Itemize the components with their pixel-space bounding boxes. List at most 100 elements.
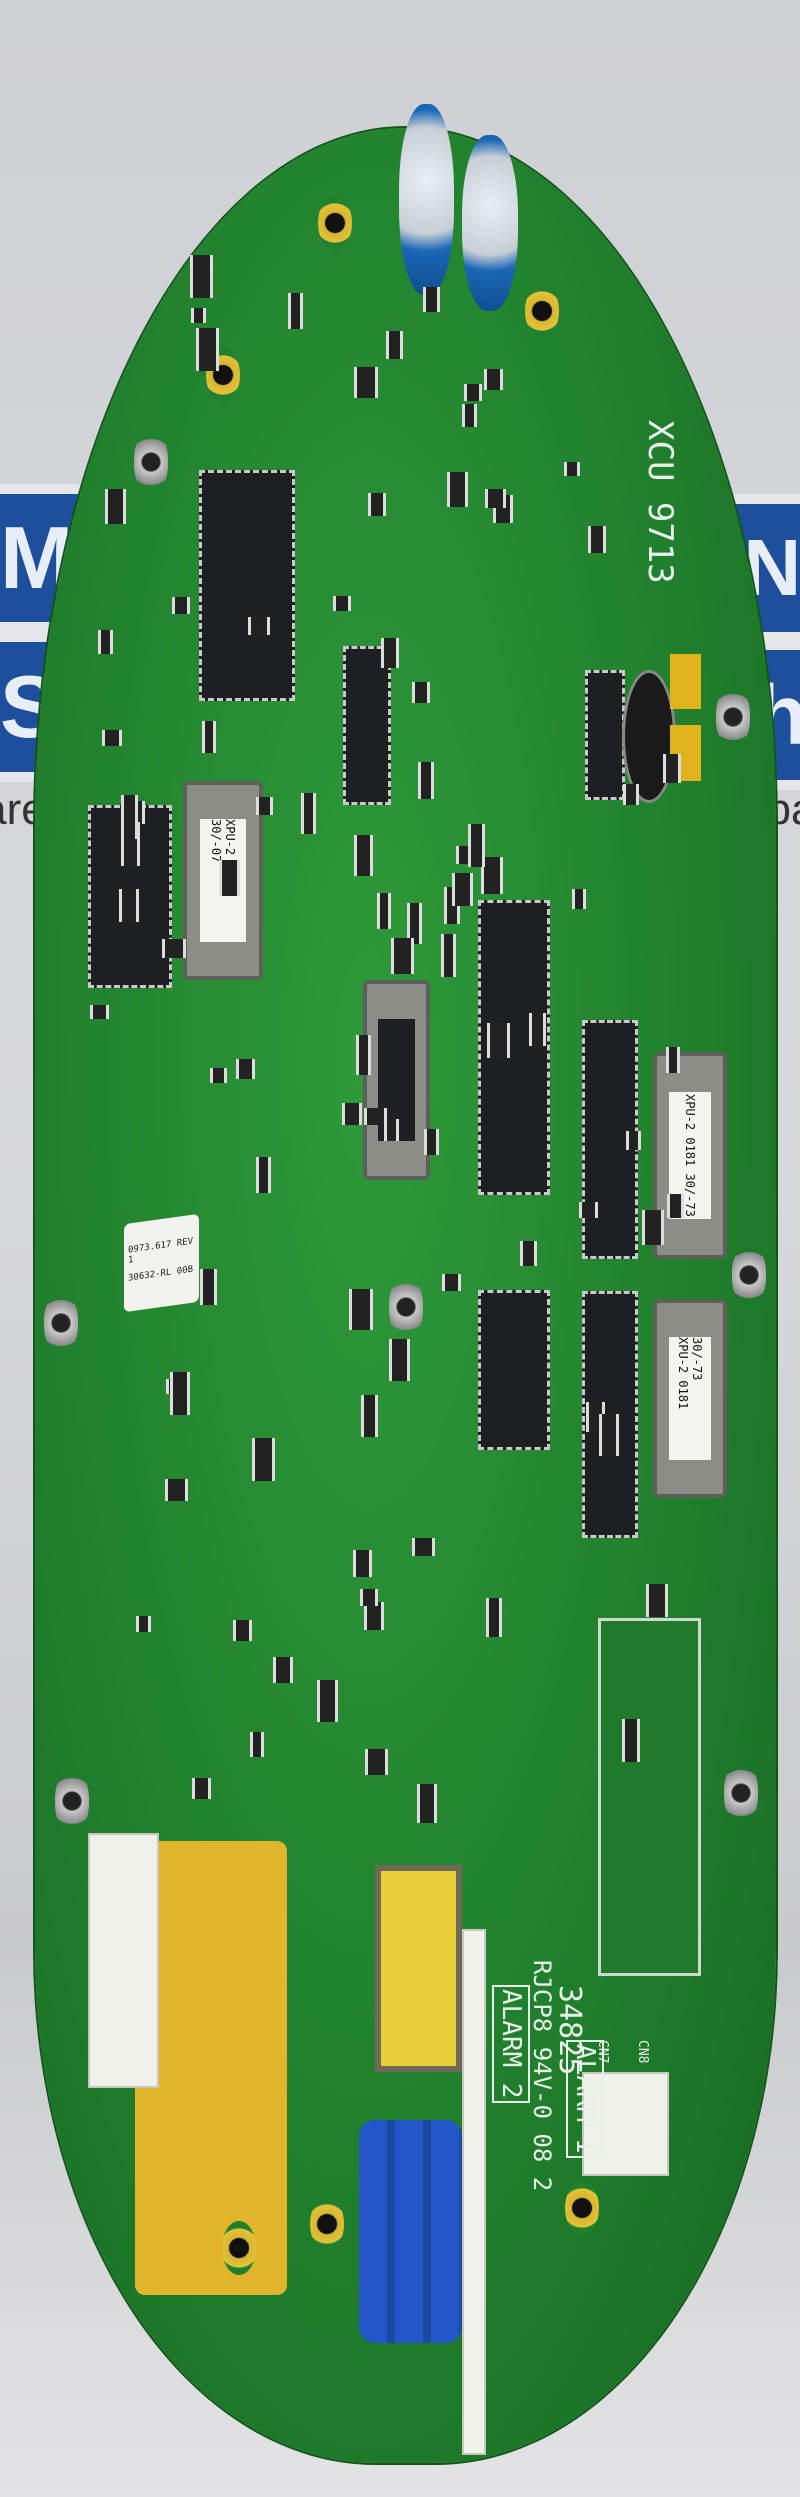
smd-component [642,1209,665,1246]
smd-component [341,1102,363,1126]
sticker-line-2: 30632-RL 00B [128,1264,194,1284]
smd-component [363,1602,384,1631]
smd-component [520,1240,537,1266]
smd-component [250,1732,265,1758]
smd-component [486,1597,503,1637]
smd-component [201,721,217,754]
standoff [732,1245,766,1305]
chip-label: XPU-2 0181 30/-73 [668,1091,712,1220]
qfp-chip [478,900,550,1195]
qfp-chip [199,470,295,701]
smd-component [380,638,399,668]
smd-component [104,489,126,525]
smd-component [412,682,430,704]
smd-component [451,872,474,907]
smd-component [200,1269,217,1306]
tantalum-capacitor [670,654,701,709]
capacitor [399,104,454,295]
smd-component [622,783,640,806]
smd-component [255,796,273,816]
smd-component [171,597,191,614]
mounting-hole [310,2197,344,2251]
smd-component [388,1339,411,1381]
smd-component [441,1274,461,1292]
smd-component [564,461,580,476]
smd-component [417,1784,438,1824]
smd-component [301,792,316,835]
smd-component [195,327,220,371]
smd-component [578,1202,599,1218]
smd-component [441,933,457,978]
smd-component [355,1034,371,1076]
smd-component [599,1414,619,1456]
smd-component [235,1058,256,1080]
smd-component [332,595,351,611]
smd-component [136,1615,152,1632]
smd-component [101,730,122,747]
smd-component [406,903,423,945]
smd-component [191,307,207,323]
connector-cn7-cn8 [582,2072,669,2176]
connector-left [88,1833,159,2088]
board-title-silkscreen: XCU 9713 [640,420,680,584]
chip [478,1290,550,1450]
smd-component [461,404,477,428]
smd-component [273,1656,294,1683]
smd-component [162,938,186,959]
transformer [375,1865,462,2072]
label-sticker: 0973.617 REV 1 30632-RL 00B [124,1213,199,1313]
smd-component [353,834,374,876]
smd-component [663,753,682,783]
alarm-1-label: ALARM 1 [566,2040,604,2158]
smd-component [447,472,469,508]
relay-pads [598,1618,701,1976]
smd-component [349,1289,374,1330]
smd-component [353,1549,372,1577]
cn7-label: CN7 [595,2040,610,2064]
smd-component [391,938,415,974]
inductor [622,670,676,803]
alarm-2-label: ALARM 2 [492,1985,530,2103]
smd-component [665,1047,681,1074]
blue-components [359,2120,462,2343]
smd-component [90,1005,109,1020]
yellow-plate [135,1841,287,2295]
smd-component [646,1583,668,1617]
smd-component [367,492,387,516]
mounting-hole [525,284,559,338]
smd-component [233,1620,252,1642]
smd-component [384,1119,400,1141]
smd-component [316,1679,339,1722]
smd-component [165,1479,188,1502]
capacitor [462,135,518,311]
smd-component [481,856,503,895]
standoff [389,1277,423,1337]
smd-component [248,616,270,635]
plcc-chip [363,980,430,1180]
board-marking-line2: 34825 [552,1985,587,2076]
cn8-label: CN8 [635,2040,650,2064]
smd-component [118,889,140,923]
smd-component [666,1194,685,1219]
smd-component [376,892,391,930]
chip-label: XPU-2 0181 30/-73 [668,1337,712,1460]
smd-component [487,1023,511,1058]
plcc-chip-right-top: XPU-2 0181 30/-73 [653,1052,727,1259]
standoff [134,432,168,492]
chip [585,670,625,800]
mounting-hole [318,196,352,250]
plcc-chip-right-bottom: XPU-2 0181 30/-73 [653,1299,727,1498]
connector-vertical [462,1929,486,2455]
smd-component [468,824,486,867]
smd-component [354,366,378,398]
mounting-hole [565,2181,599,2235]
smd-component [529,1012,546,1046]
smd-component [423,1129,440,1155]
smd-component [365,1748,388,1776]
standoff [716,687,750,747]
smd-component [190,254,213,299]
standoff [55,1771,89,1831]
smd-component [255,1157,272,1193]
smd-component [210,1067,228,1083]
smd-component [98,630,114,655]
